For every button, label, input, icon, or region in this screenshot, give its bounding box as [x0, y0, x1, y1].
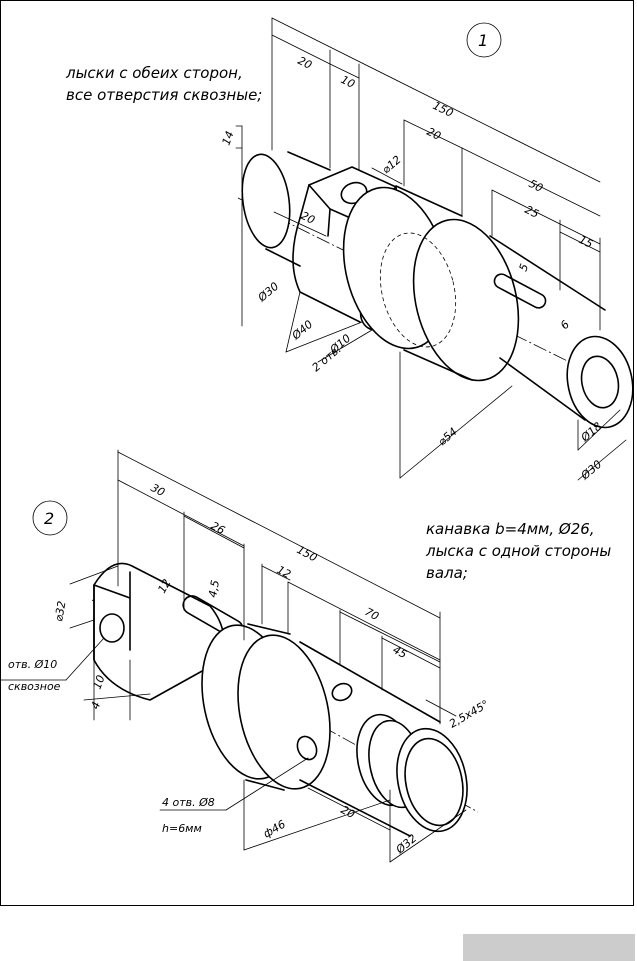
- part1-dim-14: 14: [220, 129, 237, 147]
- part1-left-journal: [241, 151, 331, 267]
- part2-note-line1: канавка b=4мм, Ø26,: [426, 520, 595, 538]
- part1-right-journal: [489, 235, 634, 429]
- part1-dim-30: Ø30: [255, 280, 281, 305]
- part1-dim-20a: 20: [296, 54, 314, 72]
- part1-dim-150: 150: [431, 99, 456, 120]
- part1-dim-20b: 20: [425, 125, 443, 143]
- part2-dim-30: 30: [149, 481, 167, 499]
- part2-dim-4: 4: [89, 700, 104, 711]
- part2-dim-20: 20: [339, 803, 357, 821]
- part1-dimensions: [235, 17, 627, 481]
- part2-collar-46: [201, 623, 331, 791]
- part2-dim-12b: 12: [155, 577, 173, 596]
- part1-bore-18: [580, 355, 620, 409]
- part1-dim-6: 6: [558, 318, 572, 332]
- part1-dim-54: ⌀54: [436, 425, 460, 448]
- part2-hole-note2: сквозное: [8, 680, 61, 693]
- part1-dim-10: 10: [339, 73, 357, 91]
- part2-holes-note1: 4 отв. Ø8: [162, 796, 215, 809]
- part1-dim-50: 50: [527, 177, 545, 195]
- part1-dim-hole12: ⌀12: [380, 153, 404, 176]
- part2-dim-45: 45: [391, 643, 409, 661]
- part1-collar-54: [342, 185, 520, 382]
- part2-chamfer: [404, 737, 464, 827]
- part1-number-circle: [466, 22, 502, 58]
- part1-dim-20c: 20: [299, 209, 317, 227]
- part2-holes-note2: h=6мм: [162, 822, 202, 835]
- part1-note-line2: все отверстия сквозные;: [66, 86, 262, 104]
- part2-dim-32: ⌀32: [52, 600, 68, 623]
- part2-dim-12: 12: [275, 563, 293, 581]
- part1-dim-15: 15: [577, 233, 595, 251]
- part2-hole-8b: [296, 735, 318, 761]
- part2-dim-70: 70: [363, 605, 381, 623]
- part2-journal-32: [296, 641, 468, 837]
- part2-note-line2: лыска с одной стороны: [425, 542, 611, 560]
- part1-holes-note: 2 отв.: [310, 343, 344, 375]
- drawing-frame: [0, 0, 634, 906]
- part2-dim-45b: 4,5: [206, 579, 222, 598]
- part1-dim-25: 25: [523, 203, 541, 221]
- part2-number: 2: [44, 509, 54, 528]
- part2-hole-8a: [331, 682, 353, 702]
- part2-dim-150: 150: [295, 543, 320, 564]
- part2-dim-46: ф46: [261, 818, 288, 841]
- part2-hole-10: [99, 613, 125, 643]
- part1-number: 1: [478, 31, 488, 50]
- part2-dim-chamfer: 2,5x45°: [447, 698, 491, 731]
- part2-drawing: 30 26 150 12 70 45 ⌀32 12 4,5 отв. Ø10 с…: [0, 449, 611, 863]
- part2-dim-26: 26: [209, 519, 227, 537]
- part2-note-line3: вала;: [426, 564, 468, 582]
- part1-note-line1: лыски с обеих сторон,: [65, 64, 243, 82]
- part2-dim-32b: Ø32: [393, 832, 419, 857]
- part1-dim-5: 5: [517, 262, 532, 273]
- part1-keyway: [493, 273, 547, 309]
- part2-hole-note1: отв. Ø10: [8, 658, 57, 671]
- part2-dim-10: 10: [91, 673, 108, 691]
- part2-number-circle: [32, 500, 68, 536]
- page-tab: [463, 934, 635, 961]
- part2-dimensions: [0, 449, 467, 863]
- part1-drawing: 20 10 150 20 14 ⌀12 20 50 25 15 5 6 Ø30 …: [65, 17, 634, 483]
